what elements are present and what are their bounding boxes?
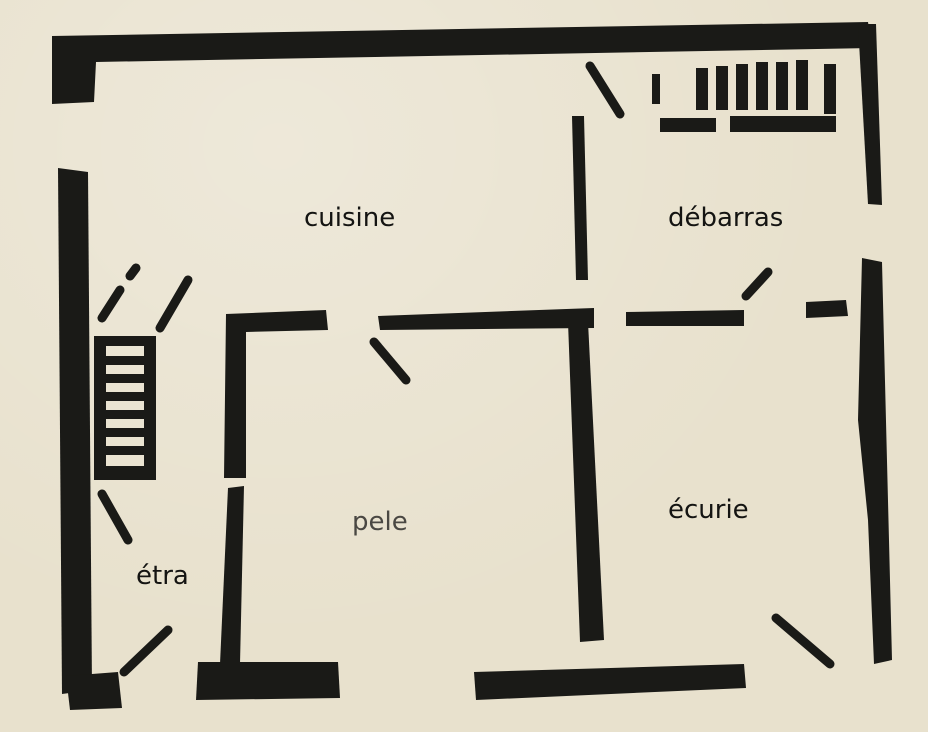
- staircase-debarras: [652, 60, 836, 132]
- staircase-etra: [94, 336, 156, 480]
- door-swing-ecurie-top: [741, 267, 773, 301]
- bottom-wall-ecurie: [474, 664, 746, 700]
- pele-top-left-wall: [224, 310, 328, 478]
- room-label-pele: pele: [352, 507, 408, 537]
- bottom-wall-pele: [196, 662, 340, 700]
- room-label-cuisine: cuisine: [304, 203, 395, 233]
- ecurie-top-wall: [626, 310, 744, 326]
- ecurie-top-wall-stub: [806, 300, 848, 318]
- pele-left-wall: [220, 486, 244, 664]
- door-swing-etra-top-c: [125, 263, 141, 281]
- top-right-corner-wall: [858, 24, 882, 205]
- door-swing-ecurie-bottom: [771, 613, 835, 669]
- room-label-etra: étra: [136, 561, 189, 591]
- room-label-ecurie: écurie: [668, 495, 749, 525]
- door-swing-etra-bottom: [119, 625, 173, 677]
- door-swing-cuisine: [585, 61, 625, 119]
- bottom-left-corner: [66, 672, 122, 710]
- right-wall: [858, 258, 892, 664]
- pele-top-wall: [378, 308, 594, 330]
- interior-walls: [220, 116, 848, 664]
- left-wall: [58, 168, 92, 694]
- door-marks: [97, 61, 835, 677]
- door-swing-pele: [369, 337, 411, 385]
- top-wall: [52, 22, 872, 104]
- outer-walls: [52, 22, 892, 710]
- door-swing-etra-top-a: [97, 285, 125, 323]
- cuisine-debarras-partition: [572, 116, 588, 280]
- pele-ecurie-partition: [568, 322, 604, 642]
- room-label-debarras: débarras: [668, 203, 783, 233]
- door-swing-etra-mid: [97, 489, 133, 545]
- door-swing-etra-top-b: [155, 275, 193, 333]
